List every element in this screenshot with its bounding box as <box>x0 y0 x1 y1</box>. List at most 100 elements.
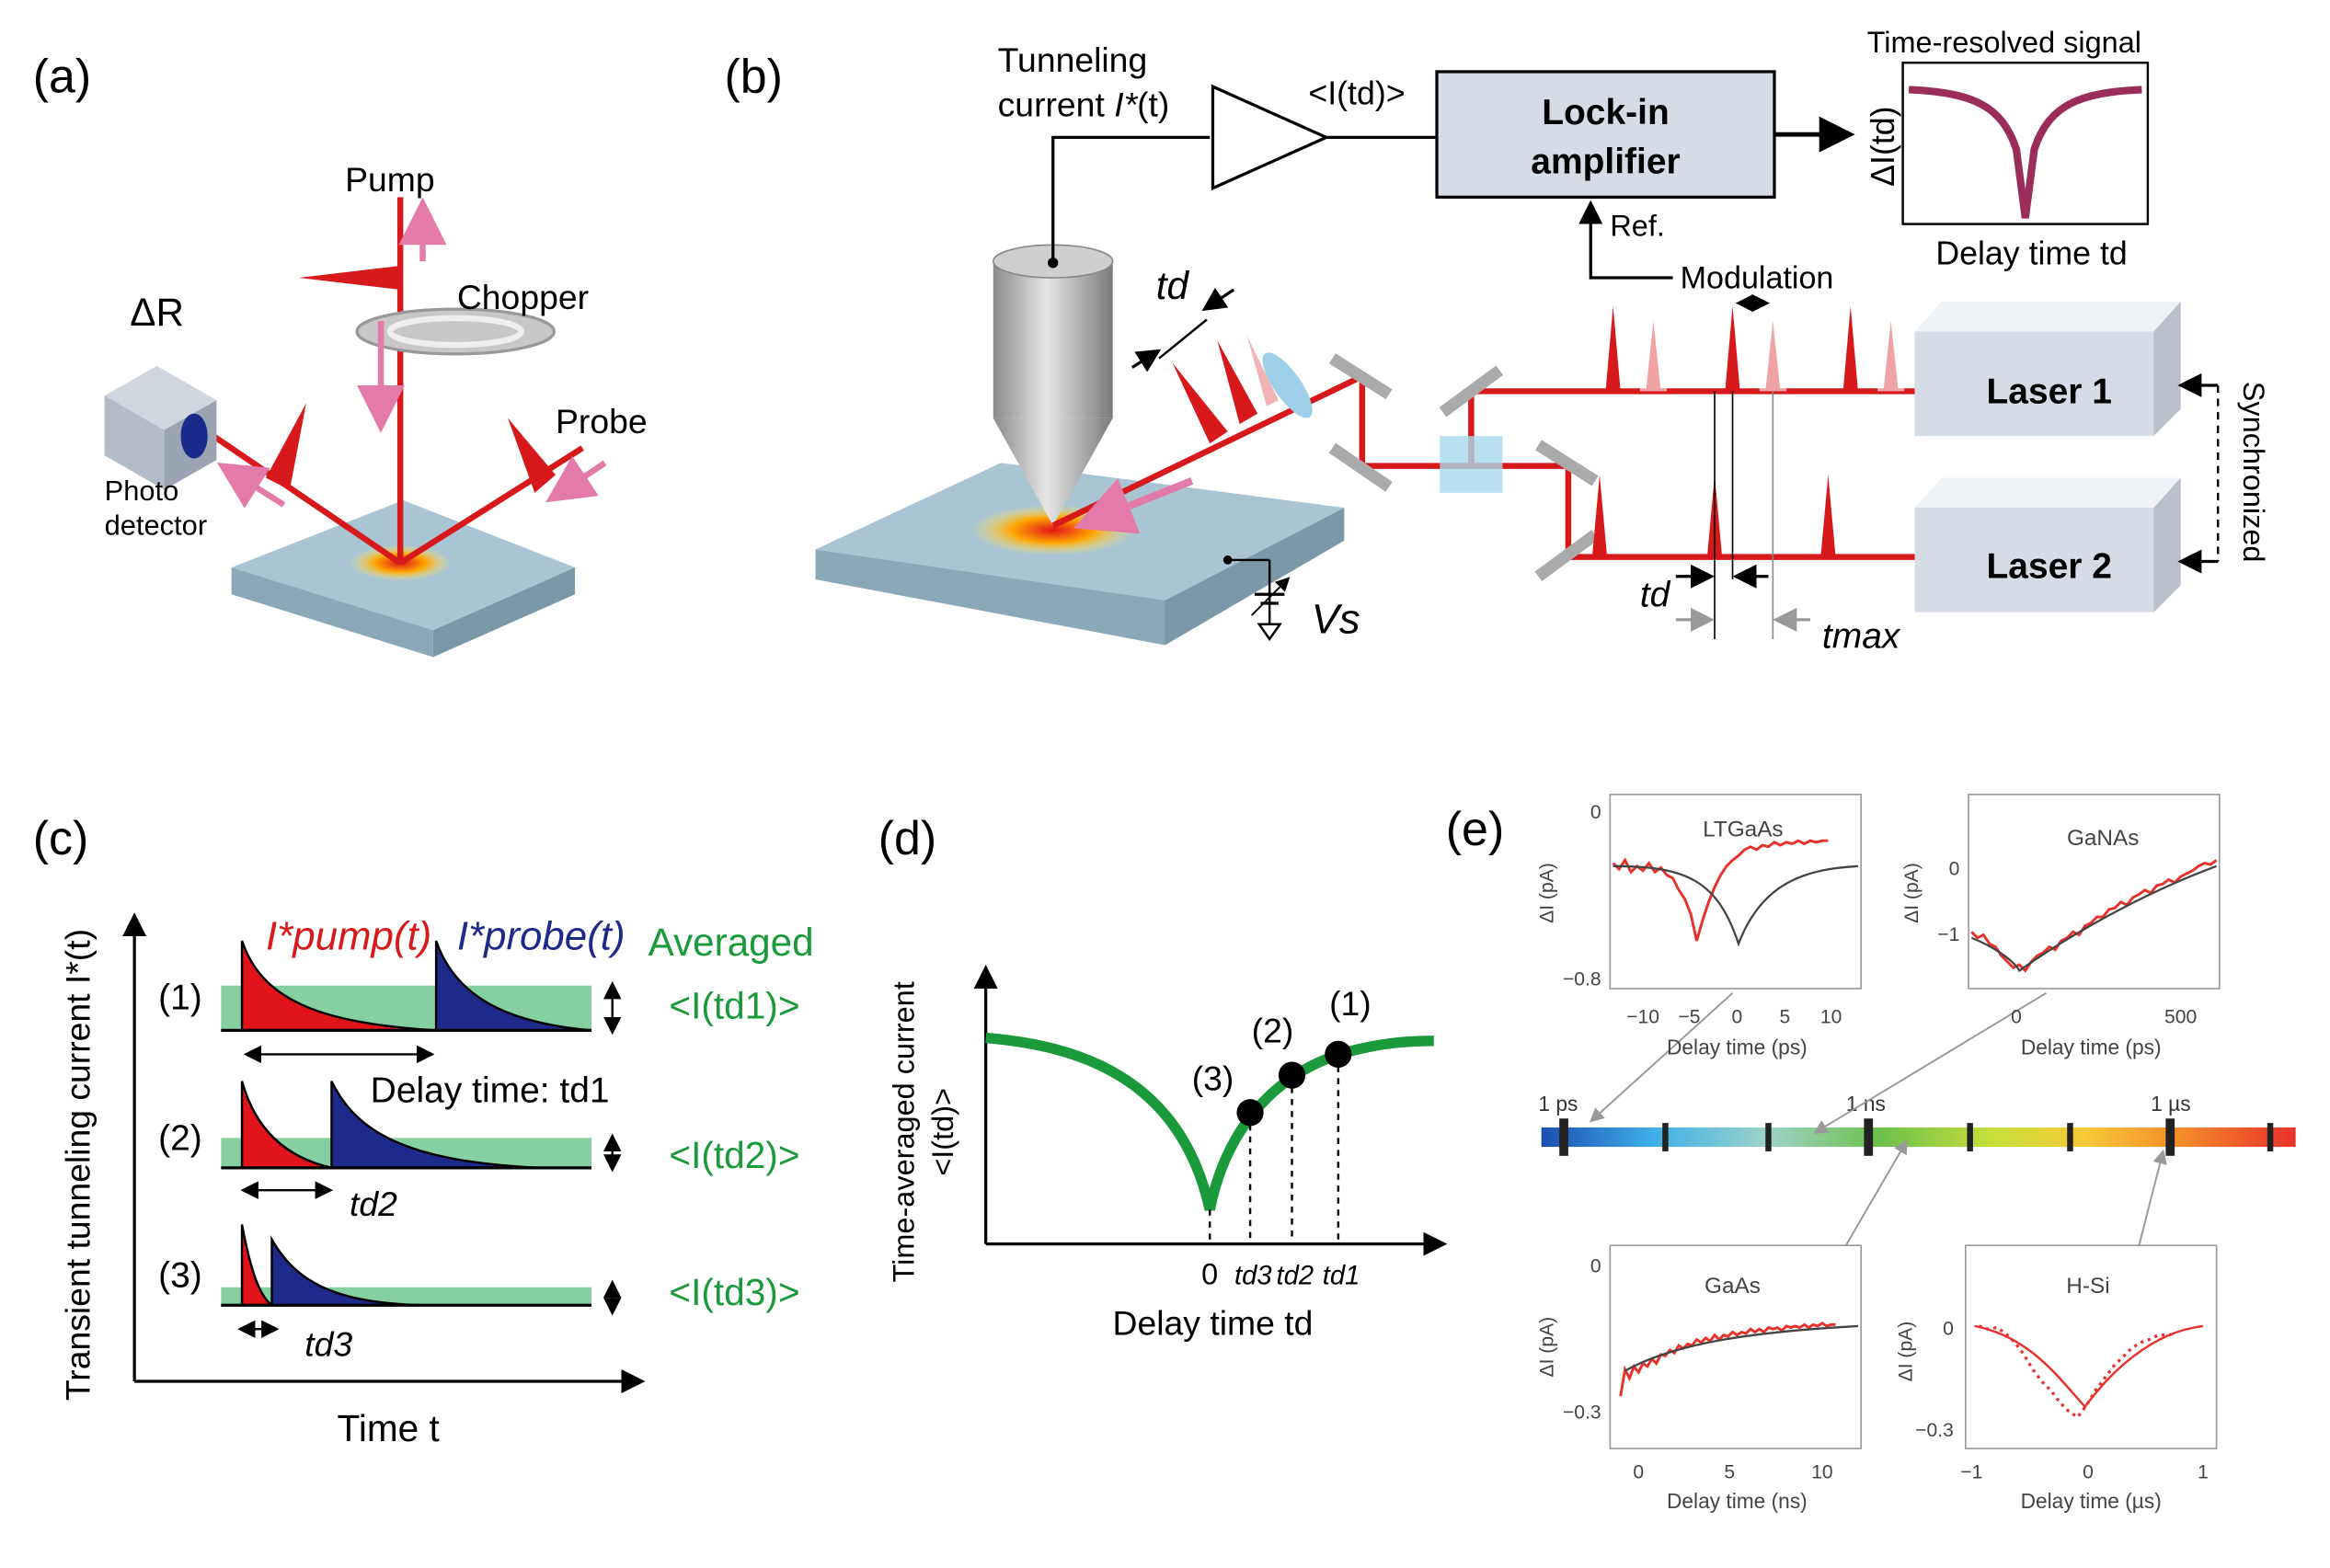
mirror-1 <box>1328 353 1393 400</box>
detector-label-1: Photo <box>105 475 179 507</box>
d-point-1 <box>1325 1040 1352 1069</box>
tunneling-label-1: Tunneling <box>998 40 1148 79</box>
hsi-xtick-1: 0 <box>2083 1462 2094 1483</box>
signal-xlabel: Delay time td <box>1935 235 2127 271</box>
ltgaas-xtick-4: 10 <box>1820 1006 1842 1027</box>
signal-title: Time-resolved signal <box>1867 26 2141 59</box>
c-row2-avg: <I(td2)> <box>669 1134 799 1176</box>
lockin-label-2: amplifier <box>1531 142 1680 181</box>
probe-current-label: I*probe(t) <box>457 914 626 959</box>
ltgaas-ylabel: ΔI (pA) <box>1537 863 1558 923</box>
mirror-2 <box>1328 442 1393 492</box>
ltgaas-xtick-0: −10 <box>1626 1006 1659 1027</box>
delta-r-label: ΔR <box>130 291 184 334</box>
tunneling-wire <box>1051 135 1211 263</box>
hsi-fit <box>1974 1324 2204 1409</box>
hsi-xlabel: Delay time (µs) <box>2021 1489 2162 1513</box>
chopper-label: Chopper <box>457 278 589 316</box>
panel-b: (b) <box>725 26 2270 657</box>
c-xlabel: Time t <box>338 1407 440 1449</box>
inset-gaas <box>1609 1244 1862 1449</box>
beam-splitter <box>1440 436 1503 493</box>
c-row1-probe <box>434 940 592 1032</box>
c-row2-td: td2 <box>350 1185 397 1223</box>
ganas-ylabel: ΔI (pA) <box>1901 863 1923 923</box>
ganas-title: GaNAs <box>2067 826 2139 851</box>
panel-a-label: (a) <box>33 51 91 104</box>
panel-c-label: (c) <box>33 812 89 865</box>
ltgaas-xtick-1: −5 <box>1678 1006 1700 1027</box>
d-tick-0: 0 <box>1201 1257 1218 1290</box>
ref-label: Ref. <box>1610 210 1665 243</box>
ground-symbol <box>1257 623 1282 642</box>
pump-pulse <box>298 266 401 291</box>
c-row2-probe <box>330 1081 538 1170</box>
ganas-xtick-1: 500 <box>2164 1006 2197 1027</box>
panel-d: (d) (3) (2) (1) 0 td3 td2 td1 Time-avera… <box>878 812 1448 1343</box>
gaas-xtick-1: 5 <box>1724 1462 1735 1483</box>
pump-current-label: I*pump(t) <box>266 914 431 959</box>
signal-ylabel: ΔI(td) <box>1865 106 1901 186</box>
lockin-label-1: Lock-in <box>1542 93 1670 132</box>
c-row3-td: td3 <box>304 1324 352 1363</box>
c-row3-avg: <I(td3)> <box>669 1271 799 1313</box>
hsi-title: H-Si <box>2066 1274 2109 1299</box>
c-row1-num: (1) <box>158 979 202 1018</box>
ref-line <box>1578 200 1673 280</box>
photodetector <box>104 365 217 490</box>
hsi-ytick-0: 0 <box>1943 1319 1954 1340</box>
ltgaas-xtick-2: 0 <box>1732 1006 1743 1027</box>
panel-b-label: (b) <box>725 51 783 104</box>
inset-hsi <box>1965 1244 2218 1449</box>
gaas-title: GaAs <box>1704 1274 1761 1299</box>
c-row1-td: Delay time: td1 <box>371 1070 610 1110</box>
d-tick-td1: td1 <box>1323 1261 1360 1290</box>
hsi-xtick-2: 1 <box>2198 1462 2209 1483</box>
pump-label: Pump <box>345 160 435 199</box>
reflected-pulse <box>266 403 306 490</box>
probe-pulse <box>508 418 557 493</box>
hsi-ylabel: ΔI (pA) <box>1895 1322 1916 1382</box>
panel-e: (e) 1 ps 1 ns 1 µs LTGaAs ΔI (pA) 0 <box>1446 794 2296 1513</box>
vs-label: Vs <box>1312 595 1360 642</box>
gaas-fit <box>1624 1324 1858 1372</box>
probe-label: Probe <box>556 402 648 441</box>
timescale-ticks <box>1559 1118 2274 1156</box>
ltgaas-title: LTGaAs <box>1703 817 1783 841</box>
d-point-2-label: (2) <box>1252 1011 1294 1049</box>
laser-1-box <box>1914 302 2181 437</box>
td-label-train: td <box>1640 575 1671 614</box>
pink-arrow-b <box>1073 477 1194 534</box>
panel-a: (a) Pump Chopper Probe ΔR Photo <box>33 51 648 658</box>
panel-d-label: (d) <box>878 812 936 865</box>
gaas-ylabel: ΔI (pA) <box>1537 1317 1558 1378</box>
hsi-ytick-1: −0.3 <box>1915 1420 1954 1441</box>
beam-path-laser2 <box>1471 463 1915 560</box>
gaas-xlabel: Delay time (ns) <box>1667 1489 1808 1513</box>
panel-c: (c) Transient tunneling current I*(t) Ti… <box>33 812 814 1449</box>
c-ylabel: Transient tunneling current I*(t) <box>58 929 97 1401</box>
d-ylabel-1: Time-averaged current <box>888 981 921 1282</box>
gaas-xtick-2: 10 <box>1811 1462 1832 1483</box>
gaas-ytick-1: −0.3 <box>1563 1402 1601 1424</box>
gaas-data <box>1619 1321 1836 1397</box>
ganas-xlabel: Delay time (ps) <box>2021 1035 2162 1059</box>
c-row2-num: (2) <box>158 1118 202 1158</box>
lens <box>1262 352 1313 418</box>
laser-1-label: Laser 1 <box>1986 372 2111 411</box>
timescale-1ns: 1 ns <box>1846 1092 1886 1116</box>
avg-current-label: <I(td)> <box>1308 75 1405 112</box>
d-point-2 <box>1278 1061 1306 1089</box>
laser-2-label: Laser 2 <box>1986 546 2111 586</box>
ltgaas-fit <box>1613 864 1858 947</box>
ganas-fit <box>1970 864 2217 973</box>
modulation-label: Modulation <box>1681 260 1834 295</box>
probe-in-arrow <box>545 455 607 503</box>
c-row1-pump <box>240 940 437 1032</box>
ganas-ytick-0: 0 <box>1949 859 1960 880</box>
d-ylabel-2: <I(td)> <box>926 1088 959 1176</box>
hsi-xtick-0: −1 <box>1960 1462 1982 1483</box>
tunneling-label-2: current I*(t) <box>998 86 1170 124</box>
preamp <box>1211 84 1330 191</box>
d-point-3 <box>1236 1099 1264 1127</box>
